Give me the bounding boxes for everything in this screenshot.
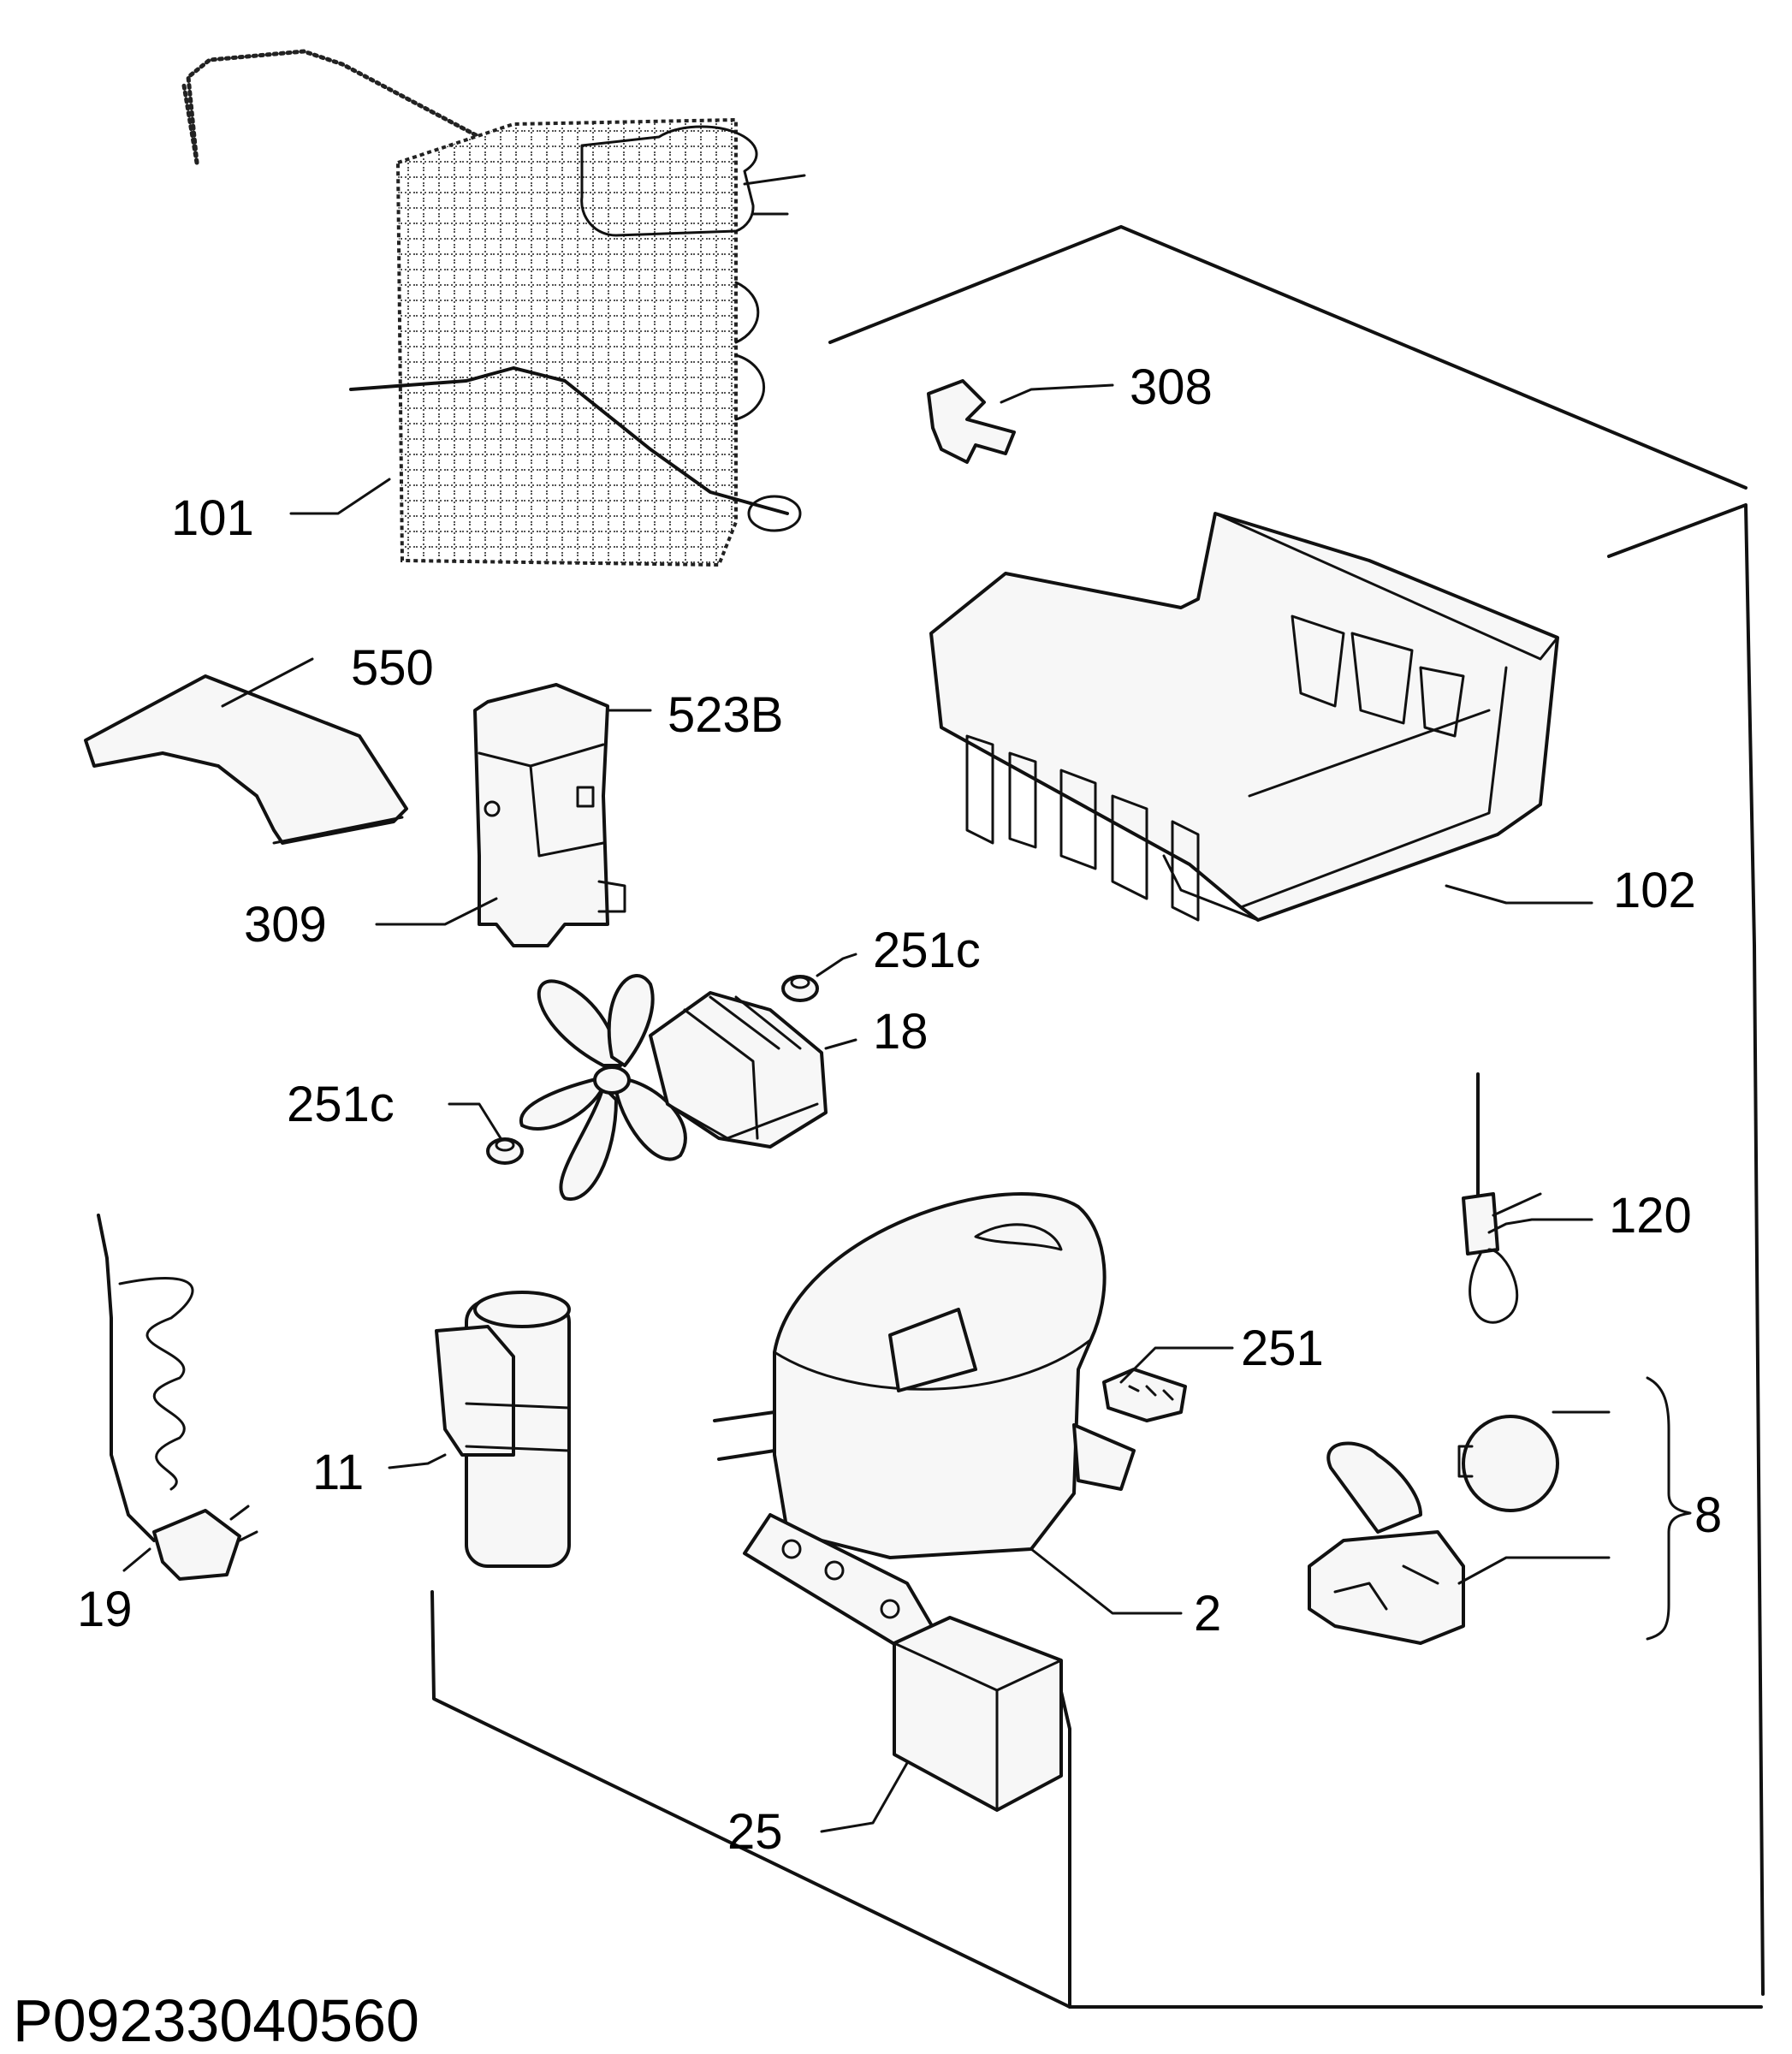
relay-housing-523B xyxy=(473,683,626,947)
bracket-tray-102 xyxy=(929,512,1559,922)
label-11: 11 xyxy=(312,1445,364,1500)
compressor-2 xyxy=(713,1192,1136,1653)
label-8: 8 xyxy=(1694,1487,1722,1543)
label-308: 308 xyxy=(1130,359,1213,415)
diagram-code: P09233040560 xyxy=(13,1987,419,2054)
fan-shroud-550 xyxy=(84,674,408,845)
label-101: 101 xyxy=(171,490,254,546)
sensor-probe-120 xyxy=(1462,1072,1542,1324)
label-2: 2 xyxy=(1194,1586,1221,1641)
label-25: 25 xyxy=(727,1804,783,1860)
connector-251 xyxy=(1102,1368,1187,1422)
label-251c-left: 251c xyxy=(287,1077,395,1132)
power-cord-19 xyxy=(97,1214,258,1581)
grommet-251c-left xyxy=(486,1137,524,1165)
label-251: 251 xyxy=(1241,1321,1324,1376)
condenser-coil xyxy=(181,49,806,567)
label-251c-top: 251c xyxy=(873,923,981,978)
label-102: 102 xyxy=(1613,863,1696,918)
label-19: 19 xyxy=(77,1582,133,1637)
cover-box-25 xyxy=(893,1616,1063,1812)
cabinet-outline xyxy=(430,225,1765,2009)
label-523B: 523B xyxy=(668,687,783,743)
label-309: 309 xyxy=(244,897,327,953)
capacitor-11 xyxy=(435,1291,571,1568)
fan-motor-18 xyxy=(519,974,828,1202)
clip-308 xyxy=(927,379,1016,464)
part-labels: 101 308 550 523B 309 102 251c 18 251c 12… xyxy=(77,359,1722,1860)
label-18: 18 xyxy=(873,1004,929,1060)
leader-lines xyxy=(122,383,1692,1833)
grommet-251c-top xyxy=(781,975,819,1002)
label-550: 550 xyxy=(351,640,434,696)
label-120: 120 xyxy=(1609,1188,1692,1244)
relay-overload-8 xyxy=(1308,1415,1559,1645)
